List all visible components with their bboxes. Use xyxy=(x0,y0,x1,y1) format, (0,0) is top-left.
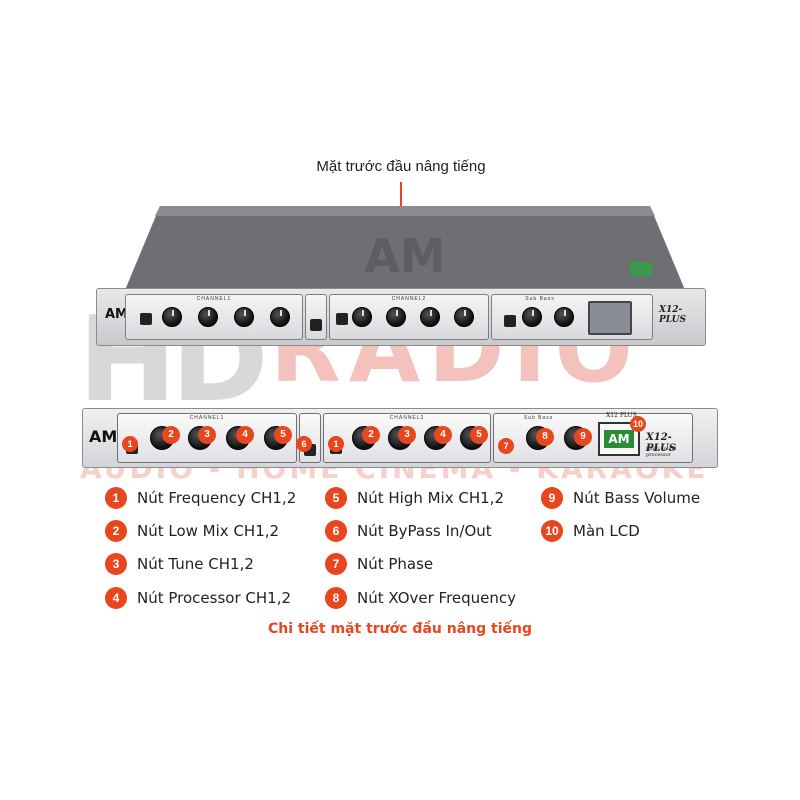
knob[interactable] xyxy=(234,307,254,327)
legend-item: 2 Nút Low Mix CH1,2 xyxy=(105,519,279,543)
legend-item: 10 Màn LCD xyxy=(541,519,640,543)
lcd-model-label: X12 PLUS xyxy=(606,412,637,419)
legend-item: 8 Nút XOver Frequency xyxy=(325,586,516,610)
zpanel-channel1: CHANNEL1 1 2 3 4 5 xyxy=(117,413,297,463)
legend-text: Nút Phase xyxy=(357,555,434,573)
legend-number: 2 xyxy=(105,520,127,542)
legend-number: 7 xyxy=(325,553,347,575)
legend-item: 7 Nút Phase xyxy=(325,552,433,576)
device-logo: AM xyxy=(89,427,118,446)
legend-number: 9 xyxy=(541,487,563,509)
svg-text:AM: AM xyxy=(364,229,445,283)
zpanel-subbass-label: Sub Bass xyxy=(523,415,554,421)
legend-item: 3 Nút Tune CH1,2 xyxy=(105,552,254,576)
bypass-button[interactable] xyxy=(310,319,322,331)
badge-7: 7 xyxy=(498,438,514,454)
knob[interactable] xyxy=(522,307,542,327)
zpanel-subbass: Sub Bass 7 8 9 AM 10 X12 PLUS X12-PLUS M… xyxy=(493,412,693,463)
legend-item: 1 Nút Frequency CH1,2 xyxy=(105,486,296,510)
legend-item: 4 Nút Processor CH1,2 xyxy=(105,586,291,610)
phase-button[interactable] xyxy=(504,315,516,327)
legend-number: 8 xyxy=(325,587,347,609)
knob[interactable] xyxy=(352,307,372,327)
legend-number: 10 xyxy=(541,520,563,542)
legend-number: 3 xyxy=(105,553,127,575)
badge-2: 2 xyxy=(162,426,180,444)
panel-subbass-label: Sub Bass xyxy=(525,296,555,302)
legend-text: Nút Frequency CH1,2 xyxy=(137,489,297,507)
panel-channel1: CHANNEL1 xyxy=(125,294,303,340)
badge-6: 6 xyxy=(296,436,312,452)
knob[interactable] xyxy=(198,307,218,327)
device-logo: AM xyxy=(105,307,128,322)
legend-text: Nút ByPass In/Out xyxy=(357,522,492,540)
panel-channel2-label: CHANNEL2 xyxy=(391,296,427,302)
device-model: X12-PLUS xyxy=(659,305,686,325)
zpanel-channel2: CHANNEL2 1 2 3 4 5 xyxy=(323,413,491,463)
badge-4: 4 xyxy=(236,426,254,444)
knob[interactable] xyxy=(162,307,182,327)
device-model: X12-PLUS xyxy=(646,432,676,454)
lcd-logo: AM xyxy=(604,430,634,448)
panel-subbass: Sub Bass xyxy=(491,294,653,340)
badge-1: 1 xyxy=(122,436,138,452)
legend-number: 4 xyxy=(105,587,127,609)
callout-label: Mặt trước đầu nâng tiếng xyxy=(316,158,486,175)
phase-button[interactable] xyxy=(336,313,348,325)
badge-10: 10 xyxy=(630,416,646,432)
zpanel-channel1-label: CHANNEL1 xyxy=(189,415,225,421)
legend-item: 5 Nút High Mix CH1,2 xyxy=(325,486,504,510)
panel-channel1-label: CHANNEL1 xyxy=(196,296,232,302)
legend-number: 1 xyxy=(105,487,127,509)
panel-bypass xyxy=(305,294,327,340)
device-front-annotated: AM CHANNEL1 1 2 3 4 5 6 CHANNEL2 1 2 3 4… xyxy=(82,408,718,468)
badge-4b: 4 xyxy=(434,426,452,444)
knob[interactable] xyxy=(386,307,406,327)
lcd-screen xyxy=(588,301,632,335)
knob[interactable] xyxy=(270,307,290,327)
badge-5b: 5 xyxy=(470,426,488,444)
badge-3: 3 xyxy=(198,426,216,444)
badge-3b: 3 xyxy=(398,426,416,444)
badge-9: 9 xyxy=(574,428,592,446)
badge-1b: 1 xyxy=(328,436,344,452)
legend-text: Nút XOver Frequency xyxy=(357,589,517,607)
legend-item: 9 Nút Bass Volume xyxy=(541,486,700,510)
knob[interactable] xyxy=(554,307,574,327)
device-front-photo: AM CHANNEL1 CHANNEL2 Sub Bass X12-PLUS xyxy=(96,288,706,346)
knob[interactable] xyxy=(420,307,440,327)
badge-8: 8 xyxy=(536,428,554,446)
badge-5: 5 xyxy=(274,426,292,444)
zpanel-channel2-label: CHANNEL2 xyxy=(389,415,425,421)
legend-text: Nút High Mix CH1,2 xyxy=(357,489,504,507)
legend-text: Nút Processor CH1,2 xyxy=(137,589,291,607)
panel-channel2: CHANNEL2 xyxy=(329,294,489,340)
legend-text: Nút Tune CH1,2 xyxy=(137,555,254,573)
legend-item: 6 Nút ByPass In/Out xyxy=(325,519,492,543)
legend-text: Nút Low Mix CH1,2 xyxy=(137,522,280,540)
legend-number: 6 xyxy=(325,520,347,542)
caption: Chi tiết mặt trước đầu nâng tiếng xyxy=(268,621,532,637)
device-model-sub: Multi sound processor xyxy=(646,446,677,458)
legend-number: 5 xyxy=(325,487,347,509)
zpanel-bypass: 6 xyxy=(296,413,321,463)
legend-text: Màn LCD xyxy=(573,522,640,540)
legend-text: Nút Bass Volume xyxy=(573,489,701,507)
device-top-cover: AM xyxy=(125,206,685,290)
phase-button[interactable] xyxy=(140,313,152,325)
knob[interactable] xyxy=(454,307,474,327)
badge-2b: 2 xyxy=(362,426,380,444)
